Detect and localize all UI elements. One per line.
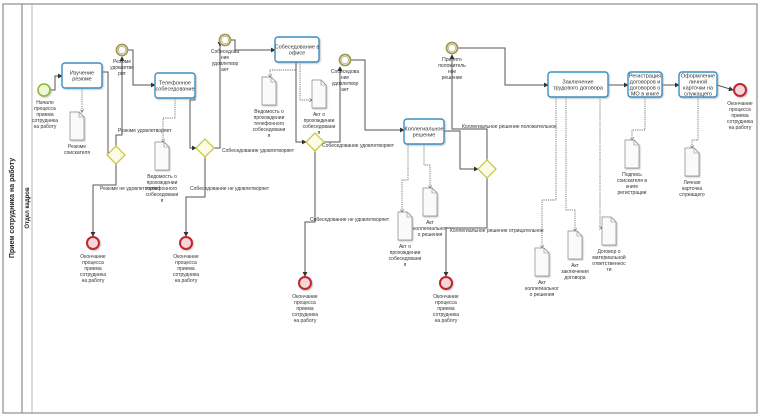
association	[632, 97, 646, 140]
sequence-flow	[443, 178, 488, 277]
sequence-flow	[127, 49, 156, 88]
association	[600, 97, 602, 228]
association	[270, 62, 297, 77]
sequence-flow	[302, 151, 316, 277]
association	[565, 97, 575, 231]
association	[692, 97, 699, 148]
sequence-flow	[457, 47, 549, 88]
sequence-flow	[444, 130, 479, 172]
flow-label-g2_no: Собеседование не удовлетворяет	[190, 186, 270, 192]
flow-label-g4_no: Коллегиальное решение отрицательное	[450, 228, 544, 234]
association	[163, 98, 176, 142]
gateway-g4[interactable]	[477, 159, 497, 179]
gateway-g2[interactable]	[195, 138, 215, 158]
association	[299, 62, 312, 100]
sequence-flow	[350, 59, 405, 133]
sequence-flow	[449, 54, 488, 160]
gateway-g3[interactable]	[305, 132, 325, 152]
sequence-flow	[324, 66, 343, 143]
gateway-g1[interactable]	[106, 145, 126, 165]
flow-label-g3_no: Собеседование не удовлетворяет	[310, 217, 390, 223]
lane-label: Отдел кадров	[25, 187, 31, 229]
sequence-flow	[115, 56, 125, 146]
sequence-flow	[90, 164, 117, 237]
sequence-flow	[230, 39, 276, 53]
flow-label-g3_yes: Собеседование удовлетворяет	[322, 143, 395, 149]
flow-label-g2_yes: Собеседование удовлетворяет	[222, 148, 295, 154]
association	[423, 144, 430, 188]
sequence-flow	[183, 157, 206, 237]
associations	[82, 62, 699, 248]
sequence-flow	[50, 73, 63, 91]
flow-label-g4_yes: Коллегиальное решение положительное	[462, 124, 557, 130]
flow-label-g1_yes: Резюме удовлетворяет	[118, 128, 172, 134]
association	[542, 97, 557, 248]
pool-label: Прием сотрудника на работу	[8, 158, 16, 258]
association	[402, 144, 409, 212]
sequence-flow	[295, 62, 307, 145]
sequence-flow	[716, 84, 734, 92]
flow-label-g1_no: Резюме не удовлетворяет	[100, 186, 161, 192]
